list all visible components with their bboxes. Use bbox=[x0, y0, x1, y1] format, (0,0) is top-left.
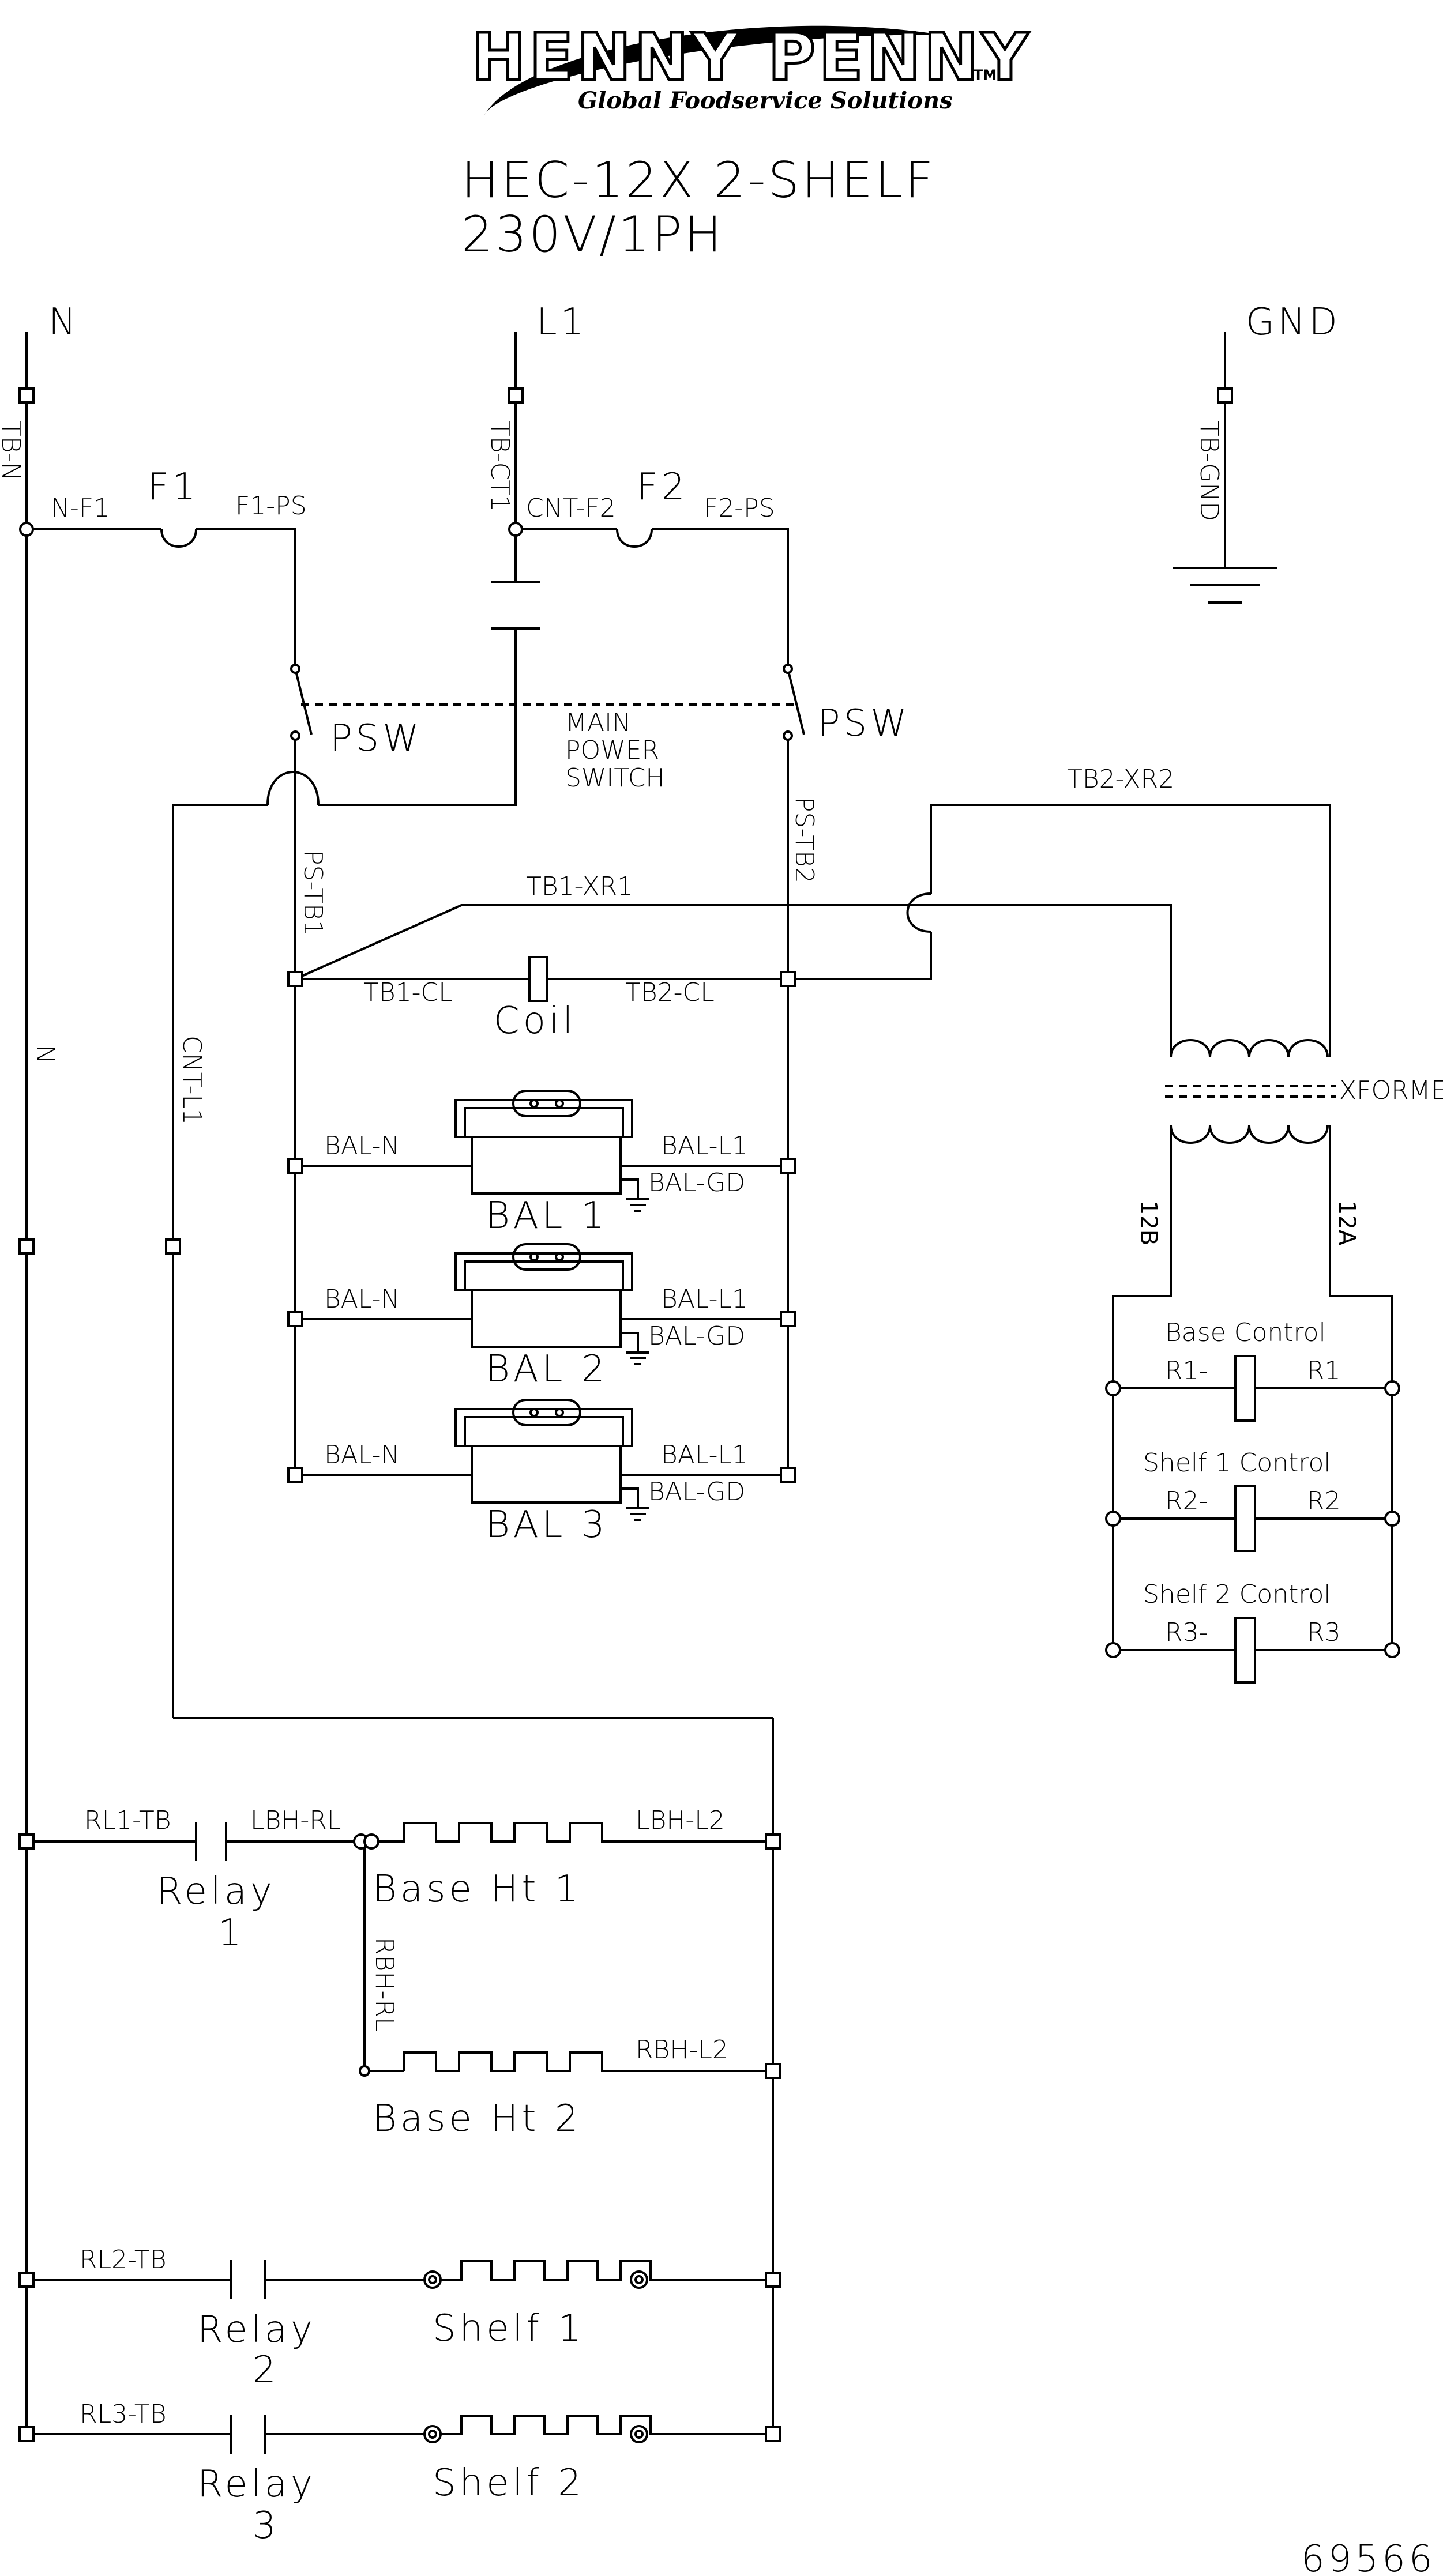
wire-tb1-xr1: TB1-XR1 bbox=[526, 872, 633, 901]
transformer-label: XFORMER bbox=[1339, 1076, 1443, 1105]
wire-ps-tb1: PS-TB1 bbox=[298, 850, 328, 936]
heater-base-ht1: Base Ht 1 bbox=[373, 1868, 581, 1911]
wire-rl2-tb: RL2-TB bbox=[80, 2245, 167, 2274]
wire-rbh-rl: RBH-RL bbox=[370, 1937, 399, 2031]
ballast-1-right: BAL-L1 bbox=[661, 1131, 748, 1161]
transformer-lead-12b: 12B bbox=[1135, 1200, 1162, 1245]
control-3-left: R3- bbox=[1165, 1618, 1208, 1647]
ballast-3-name: BAL 3 bbox=[486, 1504, 608, 1546]
relay-3-label: Relay bbox=[197, 2463, 316, 2506]
ballast-1-left: BAL-N bbox=[324, 1131, 400, 1161]
wire-n: N bbox=[31, 1045, 60, 1064]
control-2-name: Shelf 1 Control bbox=[1143, 1448, 1331, 1478]
brand-logo: HENNY PENNY TM Global Foodservice Soluti… bbox=[471, 19, 1032, 116]
ballast-1-gnd: BAL-GD bbox=[648, 1168, 745, 1197]
label-tb-gnd: TB-GND bbox=[1194, 421, 1224, 521]
wire-lbh-l2: LBH-L2 bbox=[636, 1806, 725, 1835]
diagram-title-model: HEC-12X 2-SHELF bbox=[461, 152, 936, 209]
diagram-title-power: 230V/1PH bbox=[461, 206, 724, 263]
coil-label: Coil bbox=[494, 1000, 576, 1042]
relay-2-number: 2 bbox=[253, 2349, 280, 2392]
control-2-left: R2- bbox=[1165, 1486, 1208, 1516]
wire-cnt-f2: CNT-F2 bbox=[526, 494, 616, 523]
control-1-name: Base Control bbox=[1165, 1318, 1326, 1347]
ballast-2-left: BAL-N bbox=[324, 1285, 400, 1314]
rail-label-n: N bbox=[48, 301, 80, 344]
heater-base-ht2: Base Ht 2 bbox=[373, 2097, 581, 2140]
relay-3-number: 3 bbox=[253, 2505, 280, 2547]
control-3-right: R3 bbox=[1307, 1618, 1341, 1647]
fuse-f2-label: F2 bbox=[637, 466, 689, 509]
wire-cnt-l1: CNT-L1 bbox=[177, 1035, 206, 1125]
ballast-2-right: BAL-L1 bbox=[661, 1285, 748, 1314]
wire-rl3-tb: RL3-TB bbox=[80, 2400, 167, 2429]
control-1-right: R1 bbox=[1307, 1356, 1341, 1385]
transformer-lead-12a: 12A bbox=[1333, 1200, 1360, 1246]
wire-f2-ps: F2-PS bbox=[704, 494, 775, 523]
wiring bbox=[25, 332, 1393, 2454]
label-tb-n: TB-N bbox=[0, 421, 25, 481]
wire-rl1-tb: RL1-TB bbox=[84, 1806, 171, 1835]
ballast-3 bbox=[295, 1399, 788, 1521]
switch-psw-right: PSW bbox=[818, 702, 911, 745]
switch-psw-left: PSW bbox=[330, 717, 423, 760]
control-3-name: Shelf 2 Control bbox=[1143, 1580, 1331, 1609]
wire-ps-tb2: PS-TB2 bbox=[790, 797, 819, 883]
heater-shelf1: Shelf 1 bbox=[433, 2307, 585, 2350]
relay-1-number: 1 bbox=[218, 1912, 245, 1954]
ballast-1 bbox=[295, 1090, 788, 1212]
wire-rbh-l2: RBH-L2 bbox=[636, 2035, 728, 2065]
ballast-1-name: BAL 1 bbox=[486, 1195, 608, 1237]
label-tb-ct1: TB-CT1 bbox=[485, 421, 514, 511]
brand-name: HENNY PENNY bbox=[472, 20, 1032, 95]
control-2-right: R2 bbox=[1307, 1486, 1341, 1516]
ballast-3-left: BAL-N bbox=[324, 1440, 400, 1470]
rail-label-l1: L1 bbox=[536, 301, 587, 344]
main-power-switch-line1: MAIN bbox=[565, 708, 631, 737]
wire-f1-ps: F1-PS bbox=[235, 491, 307, 521]
ballast-2-name: BAL 2 bbox=[486, 1348, 608, 1391]
drawing-number: 69566 bbox=[1301, 2538, 1436, 2576]
trademark: TM bbox=[974, 67, 997, 83]
wire-n-f1: N-F1 bbox=[51, 494, 110, 523]
wire-tb2-cl: TB2-CL bbox=[625, 978, 715, 1007]
relay-2-label: Relay bbox=[197, 2308, 316, 2351]
wire-tb2-xr2: TB2-XR2 bbox=[1067, 764, 1174, 794]
relay-1-label: Relay bbox=[157, 1870, 276, 1913]
ballast-2 bbox=[295, 1243, 788, 1365]
wire-tb1-cl: TB1-CL bbox=[363, 978, 453, 1007]
rail-label-gnd: GND bbox=[1246, 301, 1341, 344]
main-power-switch-line3: SWITCH bbox=[565, 763, 665, 793]
main-power-switch-line2: POWER bbox=[565, 736, 659, 765]
terminal-blocks bbox=[18, 387, 1400, 2443]
brand-tagline: Global Foodservice Solutions bbox=[578, 87, 953, 114]
ballast-3-gnd: BAL-GD bbox=[648, 1477, 745, 1507]
heater-shelf2: Shelf 2 bbox=[433, 2462, 585, 2505]
ballast-2-gnd: BAL-GD bbox=[648, 1321, 745, 1351]
ballast-3-right: BAL-L1 bbox=[661, 1440, 748, 1470]
control-1-left: R1- bbox=[1165, 1356, 1208, 1385]
fuse-f1-label: F1 bbox=[148, 466, 200, 509]
wire-lbh-rl: LBH-RL bbox=[250, 1806, 341, 1835]
